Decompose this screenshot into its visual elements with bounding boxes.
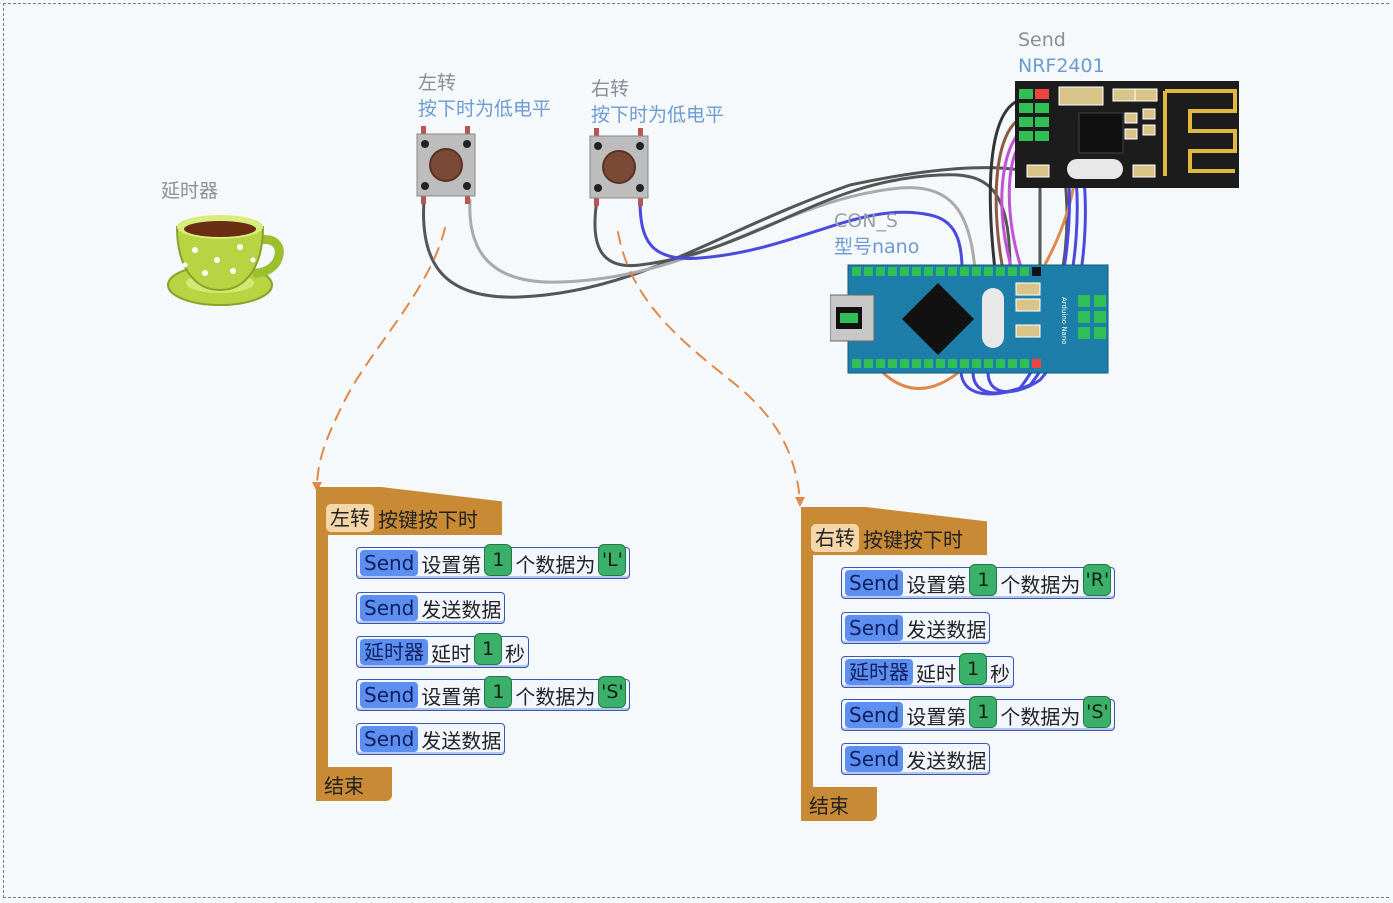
radio-name: Send (1018, 29, 1066, 51)
value-slot[interactable]: 'L' (598, 544, 627, 576)
send-tag: Send (360, 595, 419, 621)
send-tag: Send (845, 570, 904, 596)
teacup-icon[interactable] (165, 205, 285, 310)
left-send-block-2[interactable]: Send 发送数据 (356, 723, 506, 755)
wire-radio-2 (994, 116, 1024, 272)
right-event-spine (801, 555, 813, 787)
delay-tag: 延时器 (845, 659, 913, 685)
delay-label: 延时器 (161, 180, 219, 202)
right-pushbutton-icon[interactable] (588, 128, 650, 206)
block-text: 设置第 (421, 684, 482, 709)
board-silkscreen: Arduino Nano (1060, 297, 1068, 345)
connector-right-arrow (795, 497, 805, 507)
left-event-text: 按键按下时 (378, 507, 478, 532)
wire-left-gnd (422, 166, 1042, 299)
wire-radio-1 (988, 98, 1022, 272)
right-event-text: 按键按下时 (863, 527, 963, 552)
right-button-name: 右转 (591, 78, 630, 100)
send-tag: Send (845, 615, 904, 641)
connector-right (617, 231, 801, 501)
radio-model: NRF2401 (1018, 55, 1105, 77)
block-text: 设置第 (906, 572, 967, 597)
controller-model: 型号nano (834, 236, 920, 258)
send-tag: Send (360, 550, 419, 576)
connector-left (316, 227, 446, 486)
left-event-spine (316, 535, 328, 767)
seconds-slot[interactable]: 1 (474, 633, 502, 665)
right-event-end: 结束 (801, 787, 877, 821)
block-text: 个数据为 (515, 684, 596, 709)
value-slot[interactable]: 'S' (598, 676, 627, 708)
left-delay-block[interactable]: 延时器 延时 1 秒 (356, 633, 529, 668)
block-text: 设置第 (421, 552, 482, 577)
left-event-tag: 左转 (326, 504, 374, 532)
left-event-group[interactable]: 左转 按键按下时 Send 设置第 1 个数据为 'L' Send 发送数据 延… (316, 487, 646, 803)
block-text: 发送数据 (421, 728, 502, 753)
block-text: 秒 (505, 641, 525, 666)
controller-name: CON_S (834, 210, 898, 232)
left-set-data-block-1[interactable]: Send 设置第 1 个数据为 'L' (356, 544, 631, 579)
index-slot[interactable]: 1 (969, 696, 998, 728)
left-button-note: 按下时为低电平 (418, 98, 552, 120)
left-button-name: 左转 (418, 72, 457, 94)
right-set-data-block-2[interactable]: Send 设置第 1 个数据为 'S' (841, 696, 1116, 731)
block-text: 发送数据 (906, 617, 987, 642)
send-tag: Send (845, 746, 904, 772)
canvas-frame (3, 3, 1389, 898)
right-send-block-2[interactable]: Send 发送数据 (841, 743, 991, 775)
index-slot[interactable]: 1 (484, 676, 513, 708)
right-send-block-1[interactable]: Send 发送数据 (841, 612, 991, 644)
send-tag: Send (360, 682, 419, 708)
right-event-tag: 右转 (811, 524, 859, 552)
block-text: 设置第 (906, 704, 967, 729)
nrf2401-module-icon[interactable] (1015, 81, 1240, 189)
left-event-hat[interactable]: 左转 按键按下时 (316, 487, 502, 535)
block-text: 秒 (990, 661, 1010, 686)
send-tag: Send (360, 726, 419, 752)
value-slot[interactable]: 'R' (1083, 564, 1112, 596)
left-set-data-block-2[interactable]: Send 设置第 1 个数据为 'S' (356, 676, 631, 711)
block-text: 个数据为 (1000, 704, 1081, 729)
left-event-end: 结束 (316, 767, 392, 801)
block-text: 延时 (431, 641, 471, 666)
value-slot[interactable]: 'S' (1083, 696, 1112, 728)
send-tag: Send (845, 702, 904, 728)
block-text: 个数据为 (515, 552, 596, 577)
index-slot[interactable]: 1 (484, 544, 513, 576)
arduino-nano-icon[interactable]: Arduino Nano (830, 263, 1110, 375)
block-text: 发送数据 (906, 748, 987, 773)
right-button-note: 按下时为低电平 (591, 104, 725, 126)
left-send-block-1[interactable]: Send 发送数据 (356, 592, 506, 624)
index-slot[interactable]: 1 (969, 564, 998, 596)
seconds-slot[interactable]: 1 (959, 653, 987, 685)
right-delay-block[interactable]: 延时器 延时 1 秒 (841, 653, 1014, 688)
right-event-hat[interactable]: 右转 按键按下时 (801, 507, 987, 555)
left-pushbutton-icon[interactable] (415, 126, 477, 204)
right-event-group[interactable]: 右转 按键按下时 Send 设置第 1 个数据为 'R' Send 发送数据 延… (801, 507, 1131, 823)
block-text: 个数据为 (1000, 572, 1081, 597)
wire-right-sig (638, 198, 964, 272)
right-set-data-block-1[interactable]: Send 设置第 1 个数据为 'R' (841, 564, 1116, 599)
block-text: 发送数据 (421, 597, 502, 622)
block-text: 延时 (916, 661, 956, 686)
delay-tag: 延时器 (360, 639, 428, 665)
